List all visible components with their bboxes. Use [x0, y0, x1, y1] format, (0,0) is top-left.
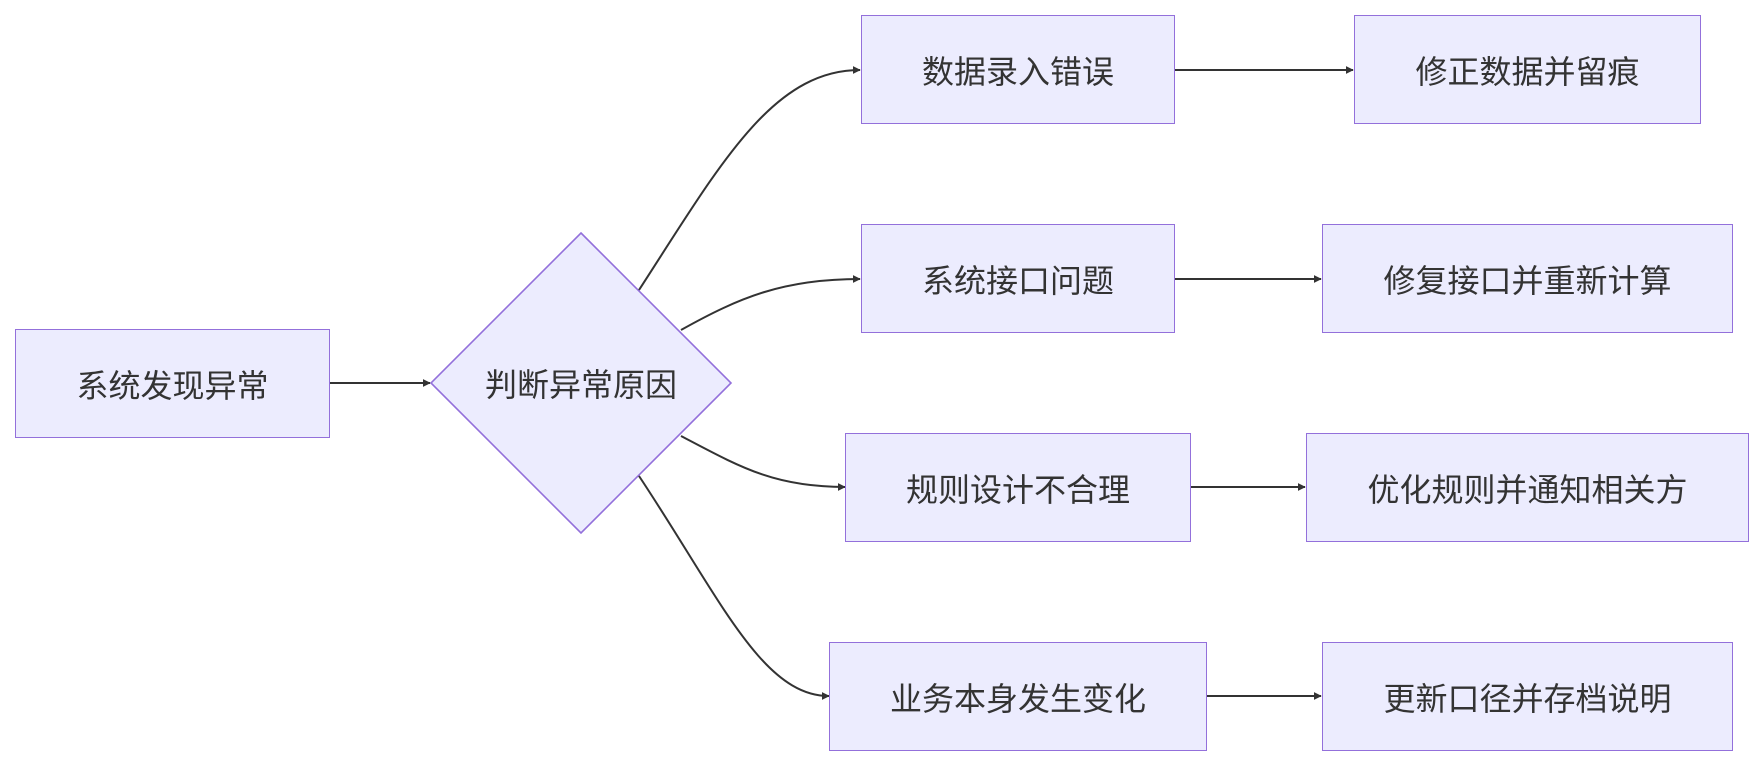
- node-cause-2-label: 系统接口问题: [921, 261, 1114, 300]
- node-action-1-label: 修正数据并留痕: [1415, 52, 1640, 91]
- node-action-4: 更新口径并存档说明: [1322, 642, 1733, 751]
- node-cause-4: 业务本身发生变化: [829, 642, 1207, 751]
- node-cause-3: 规则设计不合理: [845, 433, 1191, 542]
- edge-decision-to-cause-4: [638, 475, 830, 700]
- node-action-1: 修正数据并留痕: [1354, 15, 1701, 124]
- node-action-2: 修复接口并重新计算: [1322, 224, 1733, 333]
- node-start-label: 系统发现异常: [76, 366, 269, 405]
- edge-decision-to-cause-1: [638, 66, 861, 291]
- node-action-4-label: 更新口径并存档说明: [1383, 679, 1672, 718]
- node-action-2-label: 修复接口并重新计算: [1383, 261, 1672, 300]
- node-cause-4-label: 业务本身发生变化: [889, 679, 1146, 718]
- edge-decision-to-cause-3: [680, 435, 846, 491]
- node-cause-1-label: 数据录入错误: [921, 52, 1114, 91]
- node-action-3: 优化规则并通知相关方: [1306, 433, 1749, 542]
- node-action-3-label: 优化规则并通知相关方: [1367, 470, 1688, 509]
- node-cause-1: 数据录入错误: [861, 15, 1175, 124]
- node-decision-label: 判断异常原因: [484, 366, 677, 404]
- edge-decision-to-cause-2: [680, 275, 861, 331]
- node-cause-2: 系统接口问题: [861, 224, 1175, 333]
- node-start: 系统发现异常: [15, 329, 330, 438]
- decision-diamond: [429, 231, 733, 535]
- node-cause-3-label: 规则设计不合理: [905, 470, 1130, 509]
- node-decision: 判断异常原因: [431, 333, 731, 433]
